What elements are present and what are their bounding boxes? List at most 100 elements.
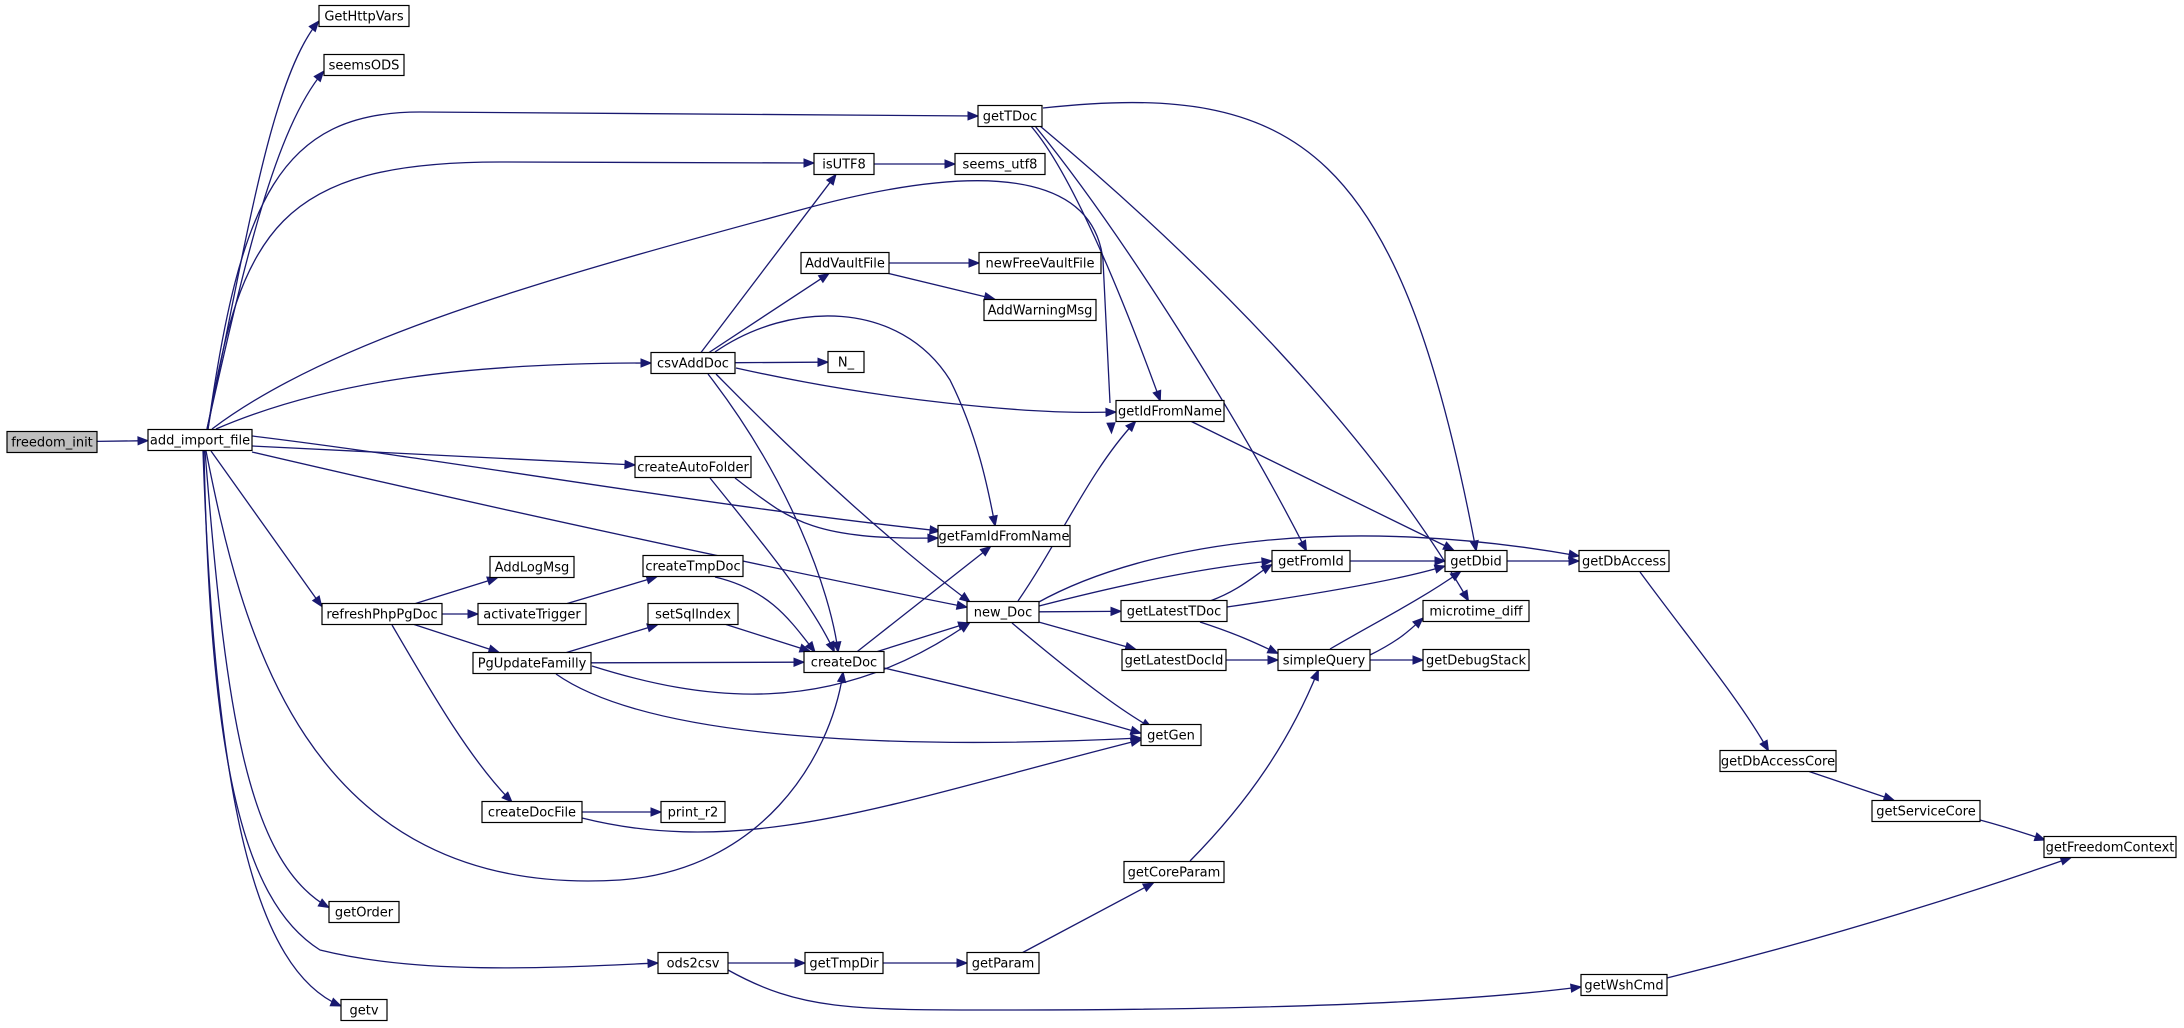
edge-getTDoc-to-microtime_diff [1039, 125, 1470, 603]
node-csvAddDoc[interactable]: csvAddDoc [650, 351, 736, 375]
node-AddVaultFile[interactable]: AddVaultFile [800, 251, 890, 275]
node-GetHttpVars[interactable]: GetHttpVars [318, 4, 410, 28]
edge-line [206, 21, 319, 430]
edge-AddVaultFile-to-newFreeVaultFile [889, 258, 981, 268]
node-seemsODS[interactable]: seemsODS [323, 53, 405, 77]
node-getDbid[interactable]: getDbid [1444, 549, 1508, 573]
edge-line [566, 626, 651, 654]
node-getCoreParam[interactable]: getCoreParam [1123, 860, 1225, 884]
node-label: new_Doc [974, 606, 1032, 621]
edge-csvAddDoc-to-isUTF8 [700, 173, 837, 353]
edge-getServiceCore-to-getFreedomContext [1979, 819, 2047, 842]
node-ods2csv[interactable]: ods2csv [657, 951, 729, 975]
edge-line [727, 969, 1581, 1011]
node-getOrder[interactable]: getOrder [328, 900, 400, 924]
node-getWshCmd[interactable]: getWshCmd [1580, 973, 1668, 997]
edge-line [1011, 622, 1153, 729]
node-box [1271, 549, 1351, 573]
node-getTDoc[interactable]: getTDoc [977, 104, 1043, 128]
edge-refreshPhpPgDoc-to-createDocFile [391, 624, 513, 803]
arrowhead-icon [486, 576, 499, 586]
node-newFreeVaultFile[interactable]: newFreeVaultFile [978, 251, 1102, 275]
node-isUTF8[interactable]: isUTF8 [813, 152, 875, 176]
edge-line [206, 71, 324, 430]
edge-getLatestTDoc-to-getDbid [1226, 564, 1447, 608]
node-getv[interactable]: getv [340, 998, 388, 1022]
edge-line [1042, 101, 1477, 551]
edge-line [707, 373, 839, 652]
node-createDocFile[interactable]: createDocFile [481, 800, 583, 824]
node-box [803, 650, 885, 674]
arrowhead-icon [329, 997, 343, 1007]
arrowhead-icon [929, 525, 942, 535]
node-label: getParam [972, 957, 1035, 972]
node-createDoc[interactable]: createDoc [803, 650, 885, 674]
node-getFamIdFromName[interactable]: getFamIdFromName [937, 524, 1071, 548]
node-activateTrigger[interactable]: activateTrigger [477, 602, 587, 626]
node-AddLogMsg[interactable]: AddLogMsg [489, 555, 575, 579]
node-add_import_file[interactable]: add_import_file [147, 428, 253, 452]
edge-line [1029, 124, 1161, 401]
node-getDbAccessCore[interactable]: getDbAccessCore [1719, 749, 1837, 773]
edge-simpleQuery-to-getDebugStack [1370, 655, 1425, 665]
edge-PgUpdateFamilly-to-setSqlIndex [566, 623, 659, 654]
node-setSqlIndex[interactable]: setSqlIndex [647, 602, 739, 626]
node-createAutoFolder[interactable]: createAutoFolder [634, 455, 752, 479]
node-createTmpDoc[interactable]: createTmpDoc [642, 554, 744, 578]
edge-PgUpdateFamilly-to-createDoc [590, 657, 806, 667]
edge-simpleQuery-to-microtime_diff [1369, 617, 1424, 656]
edge-line [1639, 571, 1769, 751]
edge-line [215, 362, 651, 430]
node-new_Doc[interactable]: new_Doc [966, 600, 1040, 624]
node-freedom_init[interactable]: freedom_init [6, 430, 98, 454]
node-getServiceCore[interactable]: getServiceCore [1871, 799, 1981, 823]
node-getIdFromName[interactable]: getIdFromName [1115, 399, 1225, 423]
node-simpleQuery[interactable]: simpleQuery [1277, 648, 1371, 672]
node-getGen[interactable]: getGen [1140, 723, 1202, 747]
node-label: simpleQuery [1283, 654, 1366, 669]
node-getLatestDocId[interactable]: getLatestDocId [1121, 648, 1227, 672]
node-getTmpDir[interactable]: getTmpDir [804, 951, 884, 975]
node-label: AddLogMsg [495, 561, 570, 576]
edge-add_import_file-to-GetHttpVars [206, 20, 320, 430]
node-microtime_diff[interactable]: microtime_diff [1422, 599, 1530, 623]
edge-refreshPhpPgDoc-to-AddLogMsg [415, 576, 499, 605]
edge-line [1226, 565, 1446, 608]
node-box [1140, 723, 1202, 747]
node-label: createDoc [811, 656, 877, 671]
arrowhead-icon [927, 533, 940, 543]
node-label: getCoreParam [1128, 866, 1221, 881]
node-getParam[interactable]: getParam [966, 951, 1040, 975]
edge-line [735, 367, 1116, 414]
node-box [978, 251, 1102, 275]
node-layer: freedom_init add_import_file GetHttpVars se… [6, 4, 2177, 1022]
edge-line [1038, 621, 1129, 648]
arrowhead-icon [958, 591, 972, 603]
arrowhead-icon [836, 670, 847, 684]
node-label: AddWarningMsg [988, 304, 1093, 319]
node-box [813, 152, 875, 176]
arrowhead-icon [1260, 563, 1273, 575]
node-box [1578, 549, 1670, 573]
arrowhead-icon [1442, 541, 1455, 551]
node-label: getFamIdFromName [939, 530, 1070, 545]
edge-line [888, 272, 988, 299]
node-refreshPhpPgDoc[interactable]: refreshPhpPgDoc [321, 602, 443, 626]
edge-getWshCmd-to-getFreedomContext [1666, 856, 2073, 979]
node-seems_utf8[interactable]: seems_utf8 [954, 152, 1046, 176]
arrowhead-icon [467, 609, 480, 619]
edge-line [96, 440, 140, 443]
node-getLatestTDoc[interactable]: getLatestTDoc [1120, 599, 1228, 623]
node-getFreedomContext[interactable]: getFreedomContext [2043, 835, 2177, 859]
arrowhead-icon [1129, 737, 1143, 747]
edge-add_import_file-to-seemsODS [206, 70, 325, 430]
node-getDebugStack[interactable]: getDebugStack [1422, 648, 1530, 672]
node-N_[interactable]: N_ [827, 350, 865, 374]
node-getDbAccess[interactable]: getDbAccess [1578, 549, 1670, 573]
edge-line [734, 361, 820, 364]
node-label: freedom_init [11, 436, 93, 451]
node-print_r2[interactable]: print_r2 [660, 800, 726, 824]
node-getFromId[interactable]: getFromId [1271, 549, 1351, 573]
node-AddWarningMsg[interactable]: AddWarningMsg [983, 298, 1097, 322]
node-PgUpdateFamilly[interactable]: PgUpdateFamilly [472, 651, 592, 675]
